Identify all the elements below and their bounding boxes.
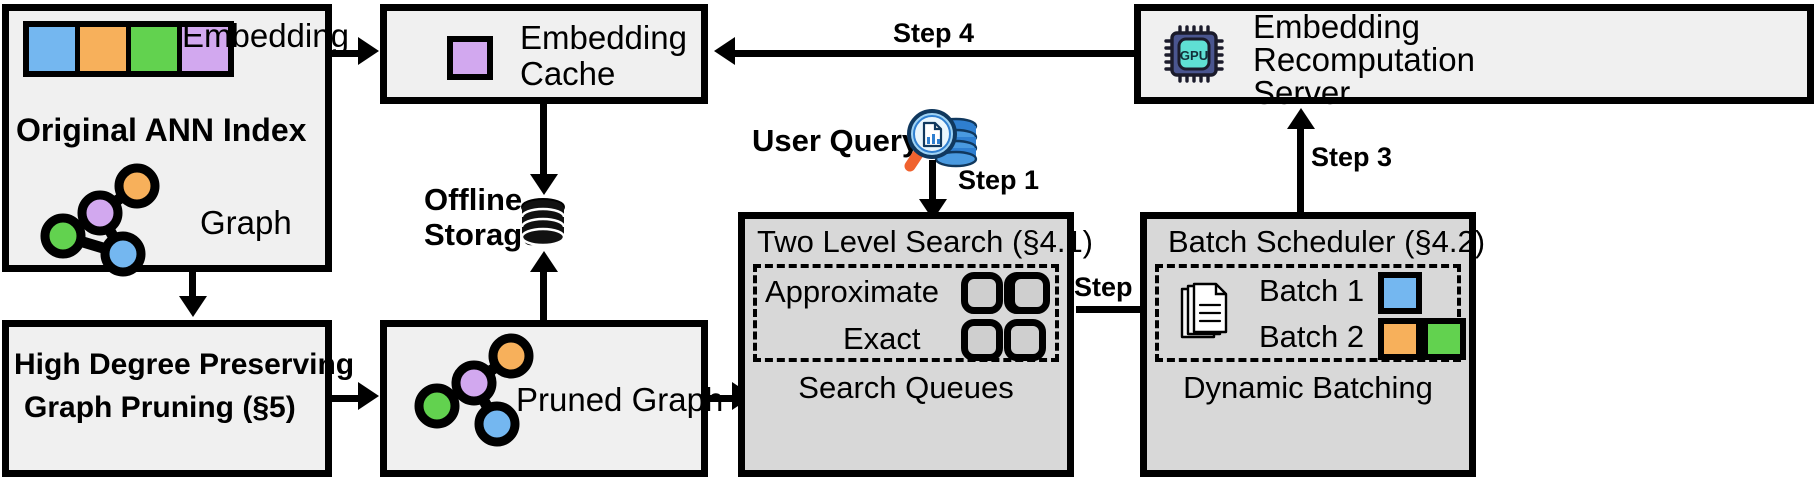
arrow-index-to-pruning-line: [189, 272, 196, 298]
magnifier: [904, 109, 957, 172]
user-query-label: User Query: [752, 123, 920, 158]
embedding-cell-orange: [80, 27, 131, 71]
arrow-pruning-to-pruned-head: [358, 382, 379, 410]
recompute-server-line-3: Server: [1253, 74, 1351, 111]
arrow-step3-line: [1297, 129, 1304, 213]
arrow-pruning-to-pruned-line: [332, 395, 360, 402]
batch-2-label: Batch 2: [1259, 319, 1365, 354]
two-level-search-box: [738, 212, 1074, 477]
pruned-graph-drawing: [414, 333, 534, 447]
recompute-server-line-2: Recomputation: [1253, 41, 1475, 78]
approximate-slot-3b[interactable]: [1008, 272, 1050, 314]
step1-label: Step 1: [958, 165, 1040, 195]
database-icon: [520, 198, 566, 247]
arrow-step4-head: [714, 37, 735, 65]
graph-pruning-box: [2, 320, 332, 477]
batch-1-label: Batch 1: [1259, 273, 1365, 308]
embedding-cell-purple: [182, 27, 228, 71]
pruned-graph-label: Pruned Graph: [516, 381, 724, 418]
embedding-cache-box: [380, 4, 708, 104]
arrow-pruned-to-search-line: [708, 395, 734, 402]
arrow-step3-head: [1287, 108, 1315, 129]
search-queues-dashed-region: [753, 264, 1059, 362]
embedding-cache-swatch: [447, 36, 493, 80]
arrow-step1-line: [929, 160, 936, 202]
embedding-cache-title-1: Embedding: [520, 19, 687, 56]
exact-slot-1[interactable]: [961, 319, 1003, 361]
step3-label: Step 3: [1311, 142, 1393, 172]
arrow-index-to-cache-head: [358, 37, 379, 65]
arrow-step2-line: [1076, 306, 1154, 313]
arrow-index-to-pruning-head: [179, 296, 207, 317]
approximate-label: Approximate: [765, 274, 940, 309]
documents-icon: [1180, 282, 1228, 339]
gpu-chip-icon: GPU: [1164, 25, 1224, 83]
search-queues-footer: Search Queues: [798, 370, 1014, 405]
two-level-search-title: Two Level Search (§4.1): [757, 224, 1094, 259]
ann-index-graph: [40, 163, 160, 277]
embedding-label: Embedding: [182, 17, 349, 54]
graph-pruning-line-1: High Degree Preserving: [14, 348, 355, 381]
arrow-cache-to-storage-head: [530, 174, 558, 195]
embedding-cell-blue: [29, 27, 80, 71]
batch-scheduler-title: Batch Scheduler (§4.2): [1168, 224, 1486, 259]
embedding-cache-title-2: Cache: [520, 55, 616, 92]
dynamic-batching-dashed-region: [1155, 264, 1461, 362]
batch-1-chip-blue: [1378, 272, 1422, 314]
arrow-cache-to-storage-line: [540, 104, 547, 176]
gpu-icon-text: GPU: [1180, 48, 1208, 63]
arrow-step4-line: [735, 50, 1135, 57]
original-ann-index-title: Original ANN Index: [16, 112, 307, 148]
graph-label: Graph: [200, 204, 292, 241]
batch-2-chip-orange: [1378, 318, 1422, 360]
dynamic-batching-footer: Dynamic Batching: [1183, 370, 1433, 405]
batch-2-chip-green: [1422, 318, 1466, 360]
step4-label: Step 4: [893, 18, 975, 48]
search-database-icon: [904, 109, 978, 172]
graph-pruning-line-2: Graph Pruning (§5): [24, 391, 296, 424]
embedding-strip: [23, 21, 234, 77]
arrow-pruned-to-storage-head: [530, 251, 558, 272]
exact-label: Exact: [843, 321, 921, 356]
offline-storage-label-2: Storage: [424, 217, 540, 252]
arrow-index-to-cache-line: [332, 50, 360, 57]
arrow-pruned-to-storage-line: [540, 272, 547, 322]
exact-slot-2[interactable]: [1004, 319, 1046, 361]
offline-storage-label-1: Offline: [424, 182, 523, 217]
recompute-server-box: [1134, 4, 1814, 104]
approximate-slot-1[interactable]: [961, 272, 1003, 314]
embedding-cell-green: [131, 27, 182, 71]
recompute-server-line-1: Embedding: [1253, 8, 1420, 45]
